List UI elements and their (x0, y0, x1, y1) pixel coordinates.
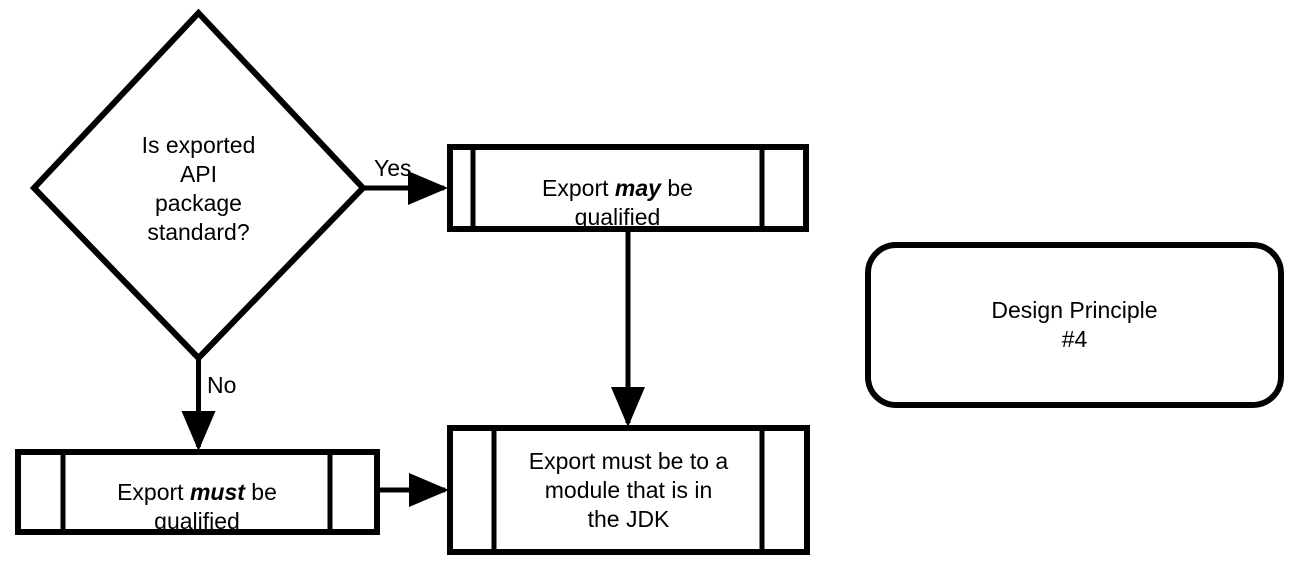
must-qualified-node[interactable] (18, 452, 377, 532)
edge-label-no: No (207, 372, 237, 398)
may-qualified-node[interactable] (450, 147, 806, 229)
design-principle-node[interactable] (868, 245, 1281, 405)
edge-label-yes: Yes (374, 155, 412, 181)
jdk-module-node[interactable] (450, 428, 807, 552)
decision-node[interactable] (34, 13, 363, 358)
